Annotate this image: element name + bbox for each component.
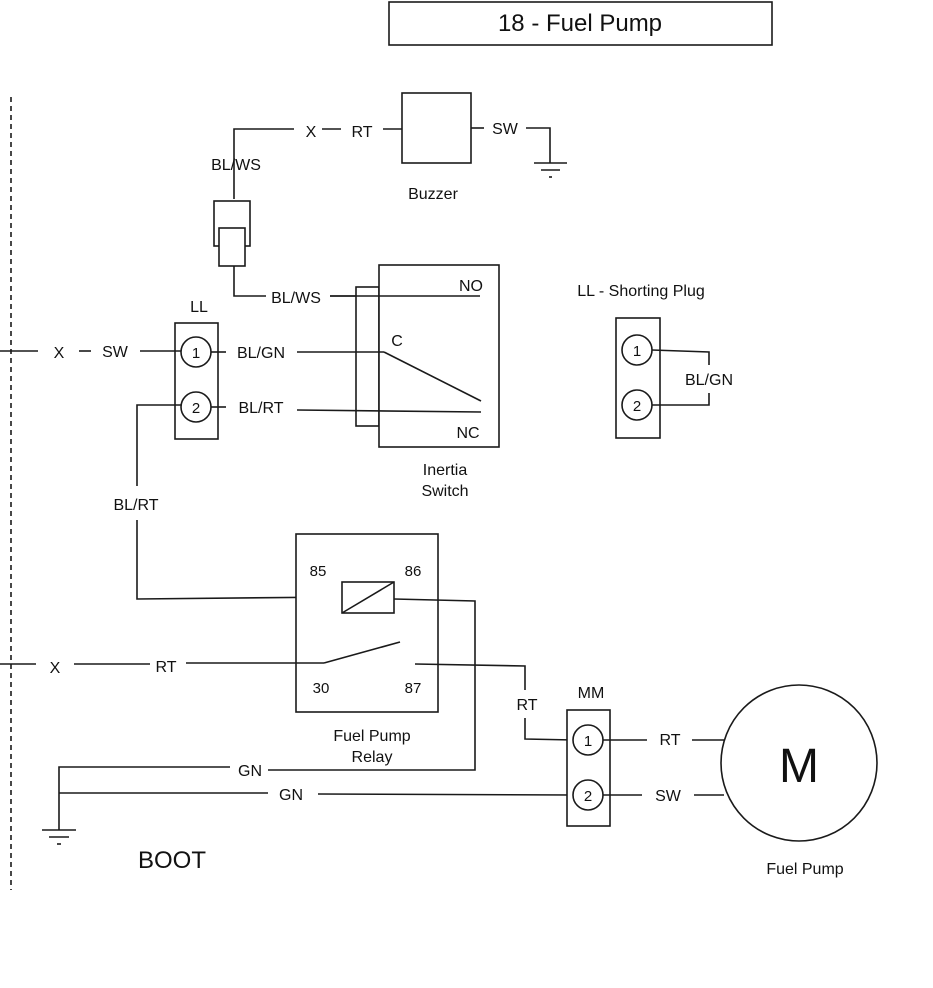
title-box: [388, 1, 773, 46]
wire-blws-to-buzzer: [233, 128, 294, 199]
mm-pin-1-label: 1: [584, 733, 592, 750]
wire-label-blrt-right: BL/RT: [238, 400, 283, 417]
wire-label-rt-87: RT: [516, 697, 537, 714]
relay-box: [295, 533, 439, 713]
inertia-switch-no: NO: [459, 278, 483, 295]
wire-label-pump-rt: RT: [659, 732, 680, 749]
wire-label-blgn: BL/GN: [237, 345, 285, 362]
mm-connector-label: MM: [578, 685, 605, 702]
shorting-plug-wire-label: BL/GN: [685, 372, 733, 389]
inertia-switch-contact: [383, 351, 482, 402]
wire-label-buzzer-rt: RT: [351, 124, 372, 141]
shorting-plug-pin-2-label: 2: [633, 398, 641, 415]
wire-label-gn-lower: GN: [279, 787, 303, 804]
wire-label-blrt-down: BL/RT: [113, 497, 158, 514]
fuel-pump-motor: [720, 684, 878, 842]
relay-terminal-85: 85: [310, 563, 327, 580]
wire-label-pump-sw: SW: [655, 788, 682, 805]
ll-pin-1-label: 1: [192, 345, 200, 362]
relay-terminal-30: 30: [313, 680, 330, 697]
inertia-switch-label-line2: Switch: [421, 483, 468, 500]
wire-label-ll-x: X: [54, 345, 65, 362]
wire-label-relay-rt: RT: [155, 659, 176, 676]
wire-label-buzzer-sw: SW: [492, 121, 519, 138]
inertia-switch-bracket: [355, 286, 380, 427]
wire-label-relay-x: X: [50, 660, 61, 677]
inertia-switch-label-line1: Inertia: [423, 462, 468, 479]
wire-blrt-to-relay-85: [136, 520, 343, 600]
wire-blrt-from-ll: [136, 404, 181, 486]
ll-connector-label: LL: [190, 299, 208, 316]
blws-connector-inner: [218, 227, 246, 267]
wire-label-buzzer-x: X: [306, 124, 317, 141]
buzzer-label: Buzzer: [408, 186, 458, 203]
boot-ground-symbol: [42, 829, 76, 845]
relay-label-line1: Fuel Pump: [333, 728, 410, 745]
motor-symbol: M: [779, 740, 819, 793]
wire-label-gn-upper: GN: [238, 763, 262, 780]
diagram-title: 18 - Fuel Pump: [498, 10, 662, 37]
ll-pin-2-label: 2: [192, 400, 200, 417]
relay-label-line2: Relay: [352, 749, 393, 766]
wire-label-blws-upper: BL/WS: [211, 157, 261, 174]
boot-location-label: BOOT: [138, 847, 206, 874]
wire-label-ll-sw: SW: [102, 344, 129, 361]
fuel-pump-label: Fuel Pump: [766, 861, 843, 878]
relay-terminal-86: 86: [405, 563, 422, 580]
buzzer-ground-symbol: [534, 162, 567, 178]
mm-pin-2-label: 2: [584, 788, 592, 805]
shorting-plug-pin-1-label: 1: [633, 343, 641, 360]
buzzer-box: [401, 92, 472, 164]
wire-86-to-ground: [310, 598, 476, 771]
shorting-plug-label: LL - Shorting Plug: [577, 283, 704, 300]
relay-terminal-87: 87: [405, 680, 422, 697]
relay-switch-contact: [323, 641, 401, 664]
inertia-switch-nc: NC: [456, 425, 479, 442]
wire-buzzer-ground: [526, 127, 551, 163]
wire-label-blws-lower: BL/WS: [271, 290, 321, 307]
inertia-switch-c: C: [391, 333, 403, 350]
